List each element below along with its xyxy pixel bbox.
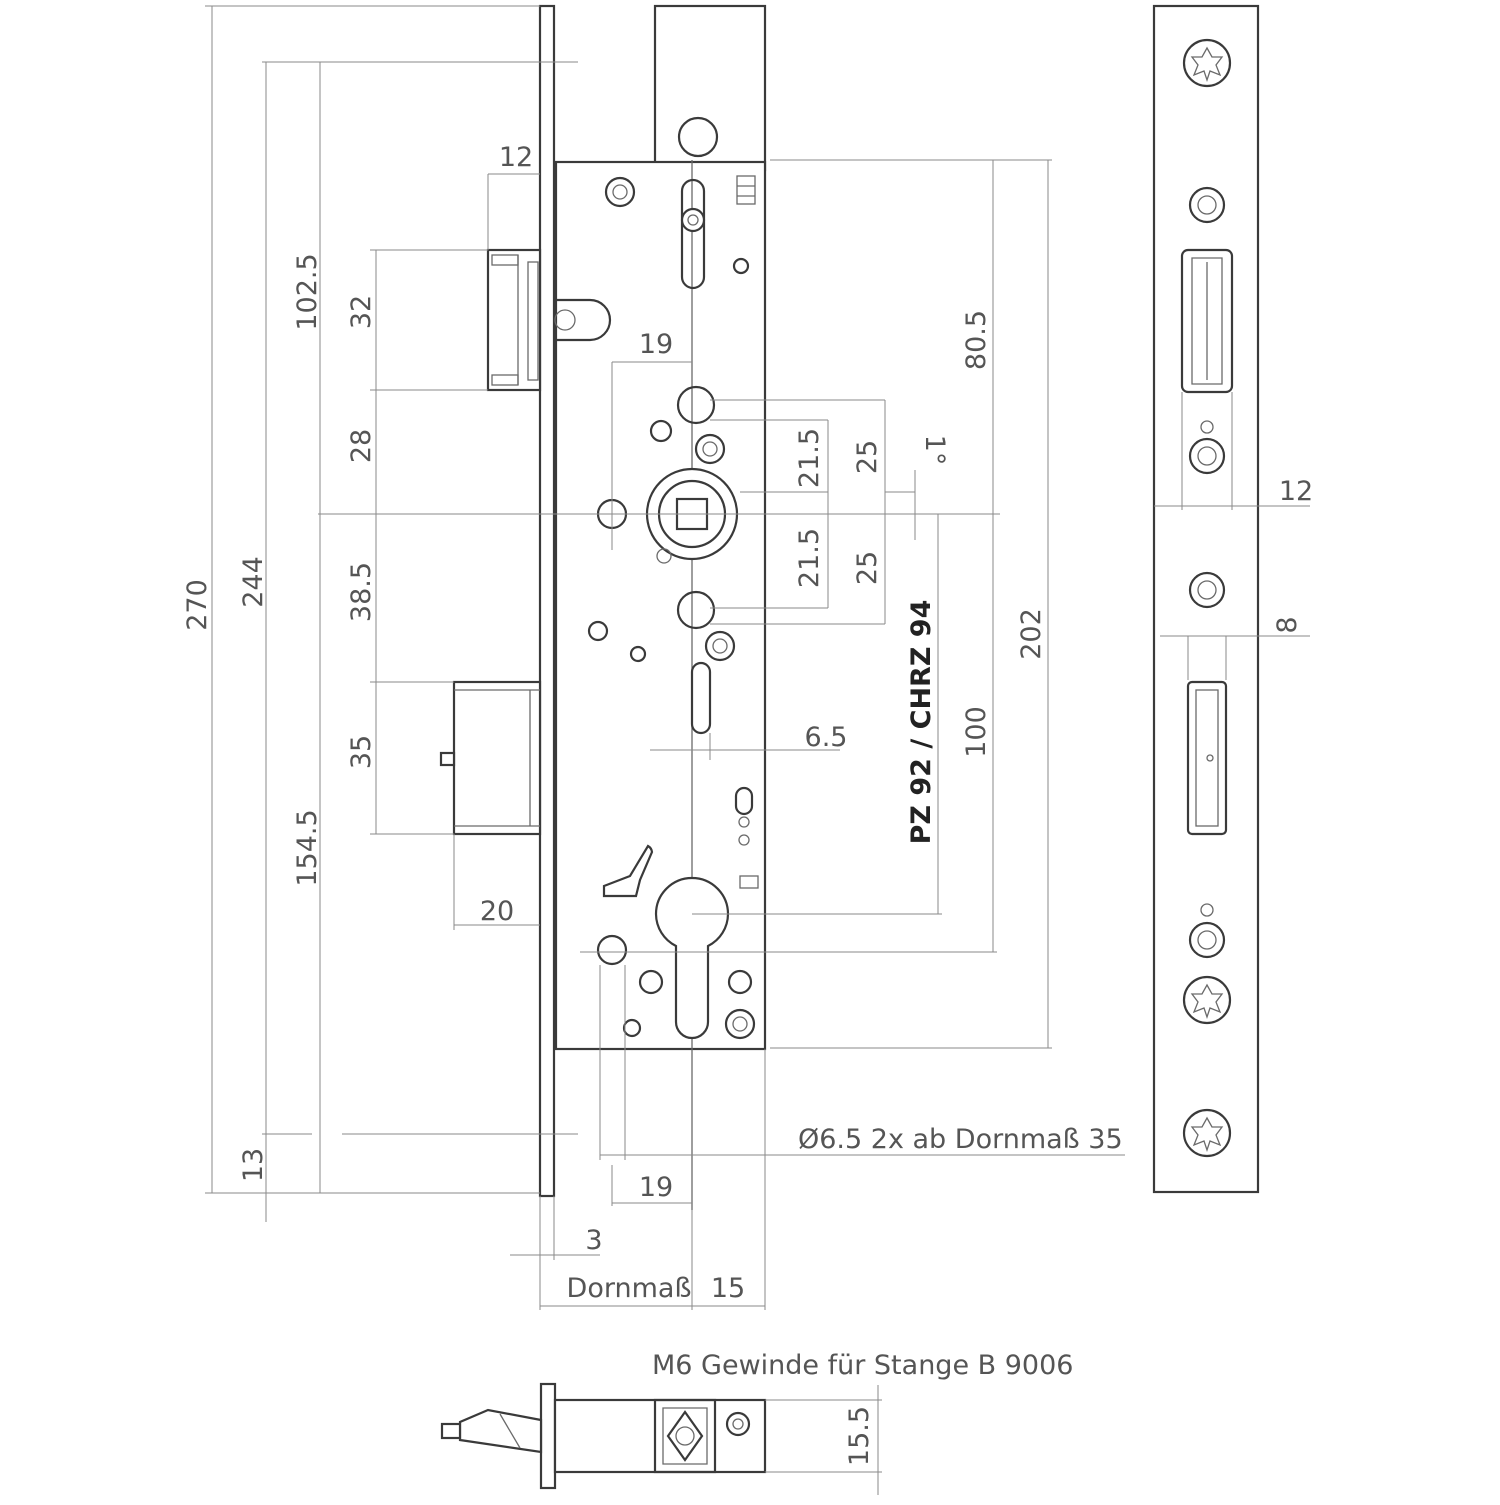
dim-15: 15: [711, 1273, 745, 1304]
dim-12-side: 12: [1279, 476, 1313, 507]
pin-hole: [622, 1018, 642, 1038]
pin-hole: [732, 257, 750, 275]
dim-35: 35: [346, 735, 377, 769]
dim-28: 28: [346, 429, 377, 463]
top-switch: [736, 175, 756, 205]
side-deadbolt: [1186, 680, 1228, 836]
side-latch: [1180, 248, 1234, 394]
bottom-latch: [458, 1408, 543, 1454]
dim-19-bottom: 19: [639, 1172, 673, 1203]
bottom-case: [553, 1398, 767, 1474]
upper-slot: [680, 178, 706, 290]
middle-slot: [690, 661, 712, 735]
dim-80-5: 80.5: [961, 310, 992, 370]
bottom-view: 15.5 M6 Gewinde für Stange B 9006: [440, 1350, 1073, 1495]
cylinder-cutout: [654, 876, 730, 1040]
dim-12-top: 12: [499, 142, 533, 173]
pin-hole: [629, 645, 647, 663]
dim-100: 100: [961, 706, 992, 758]
dimension-labels: 270 244 13 102.5 154.5 32 28 38.5 35 12 …: [182, 142, 1123, 1304]
pin-hole: [596, 934, 628, 966]
deadbolt: [439, 680, 542, 836]
side-view: 12 8: [1152, 4, 1313, 1194]
latch-bolt: [486, 248, 542, 392]
screw-icon: [704, 630, 736, 662]
screw-icon: [1188, 186, 1226, 224]
bore-note: Ø6.5 2x ab Dornmaß 35: [798, 1124, 1123, 1155]
pin-hole: [656, 548, 672, 564]
torx-screw-icon: [1182, 1108, 1232, 1158]
thread-note: M6 Gewinde für Stange B 9006: [652, 1350, 1073, 1381]
dim-102-5: 102.5: [292, 253, 323, 330]
screw-icon: [725, 1411, 751, 1437]
bottom-hub: [653, 1398, 717, 1474]
dim-1-degree: 1°: [919, 435, 950, 466]
dim-15-5: 15.5: [844, 1406, 875, 1466]
dim-25-bottom: 25: [852, 551, 883, 585]
dim-38-5: 38.5: [346, 562, 377, 622]
lower-oval-hole: [676, 590, 716, 630]
top-block: [653, 4, 767, 172]
dim-32: 32: [346, 295, 377, 329]
dim-270: 270: [182, 579, 213, 631]
dim-21-5-bottom: 21.5: [794, 528, 825, 588]
dim-6-5: 6.5: [805, 722, 848, 753]
upper-oval-hole: [676, 385, 716, 425]
dim-3: 3: [585, 1225, 602, 1256]
top-bore-hole: [677, 116, 719, 158]
dim-19-top: 19: [639, 329, 673, 360]
screw-icon: [680, 207, 706, 233]
latch-follower: [554, 298, 612, 342]
bottom-faceplate: [539, 1382, 557, 1490]
backset-label: Dornmaß: [567, 1273, 692, 1304]
dim-244: 244: [238, 556, 269, 608]
dim-8-side: 8: [1272, 616, 1303, 633]
front-view: [318, 4, 1000, 1210]
dim-202: 202: [1016, 608, 1047, 660]
dim-154-5: 154.5: [292, 809, 323, 886]
hook-lever: [602, 844, 654, 898]
cylinder-note: PZ 92 / CHRZ 94: [906, 600, 937, 845]
torx-screw-icon: [1182, 38, 1232, 88]
pin-hole: [587, 620, 609, 642]
dim-25-top: 25: [852, 440, 883, 474]
screw-icon: [1188, 571, 1226, 609]
dim-13: 13: [238, 1148, 269, 1182]
screw-icon: [694, 433, 726, 465]
screw-icon: [1188, 437, 1226, 475]
faceplate: [538, 4, 556, 1198]
dim-21-5-top: 21.5: [794, 428, 825, 488]
screw-icon: [724, 1008, 756, 1040]
pin-hole: [638, 969, 664, 995]
screw-icon: [604, 176, 636, 208]
dimension-lines: [205, 5, 1125, 1310]
torx-screw-icon: [1182, 975, 1232, 1025]
pin-hole: [649, 419, 673, 443]
pin-hole: [727, 969, 753, 995]
switch-slot: [734, 786, 754, 816]
screw-icon: [1188, 921, 1226, 959]
dim-20: 20: [480, 896, 514, 927]
